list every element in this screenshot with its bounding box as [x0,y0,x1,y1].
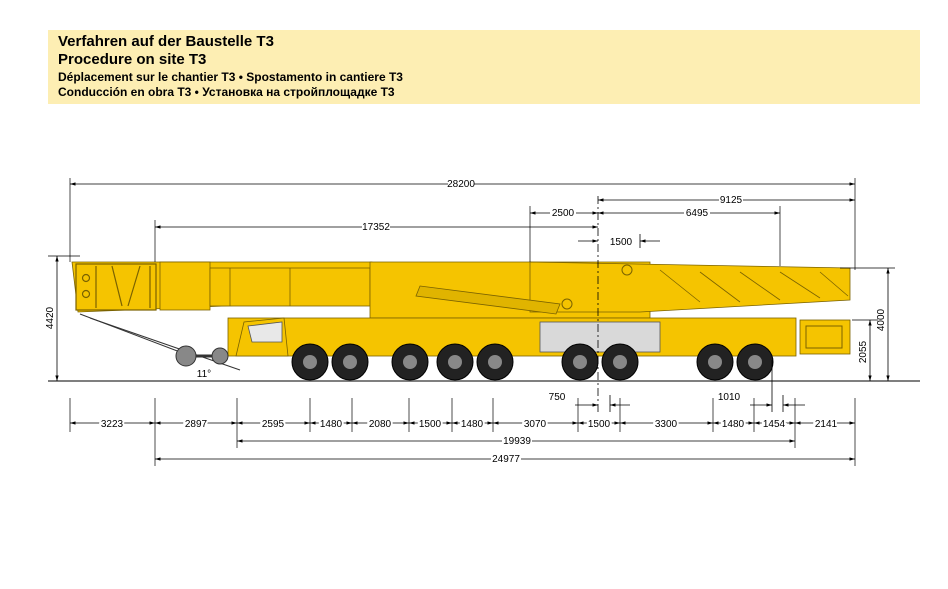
dim-axis-right: 6495 [686,208,709,219]
title-box: Verfahren auf der Baustelle T3 Procedure… [48,30,920,104]
dim-height-rear: 4000 [876,308,887,331]
dim-segment: 2141 [815,419,838,430]
title-french-italian: Déplacement sur le chantier T3 • Spostam… [58,70,403,84]
dim-angle: 11° [197,369,211,380]
dim-segment: 2080 [369,419,392,430]
tires [291,343,774,381]
dim-total: 28200 [447,179,475,190]
rear-boom [529,261,851,313]
dim-segment: 1480 [320,419,343,430]
dim-wheelbase: 19939 [503,436,531,447]
dim-segment: 1480 [461,419,484,430]
boom-head [75,263,157,311]
dim-segment: 3070 [524,419,547,430]
title-german: Verfahren auf der Baustelle T3 [58,33,274,50]
title-spanish-russian: Conducción en obra T3 • Установка на стр… [58,85,395,99]
dim-segment: 3223 [101,419,124,430]
hook-block [79,313,241,371]
dim-height-total: 4420 [45,306,56,329]
dim-segment: 1454 [763,419,786,430]
dim-segment: 1480 [722,419,745,430]
crane [71,261,851,381]
dim-segment: 2595 [262,419,285,430]
dim-segment: 3300 [655,419,678,430]
dim-segment: 2897 [185,419,208,430]
dim-boom-to-axis: 17352 [362,222,390,233]
dim-near-axis-left: 750 [549,392,566,403]
dim-axis-left: 2500 [552,208,575,219]
dim-near-axis-right: 1010 [718,392,741,403]
dim-rear-to-axis: 9125 [720,195,743,206]
dim-segment: 1500 [588,419,611,430]
title-english: Procedure on site T3 [58,51,207,68]
dim-segment: 1500 [419,419,442,430]
dim-axis-small: 1500 [610,237,633,248]
dim-height-lower: 2055 [858,340,869,363]
dim-overall-bottom: 24977 [492,454,520,465]
luffing-cylinder [415,285,561,315]
